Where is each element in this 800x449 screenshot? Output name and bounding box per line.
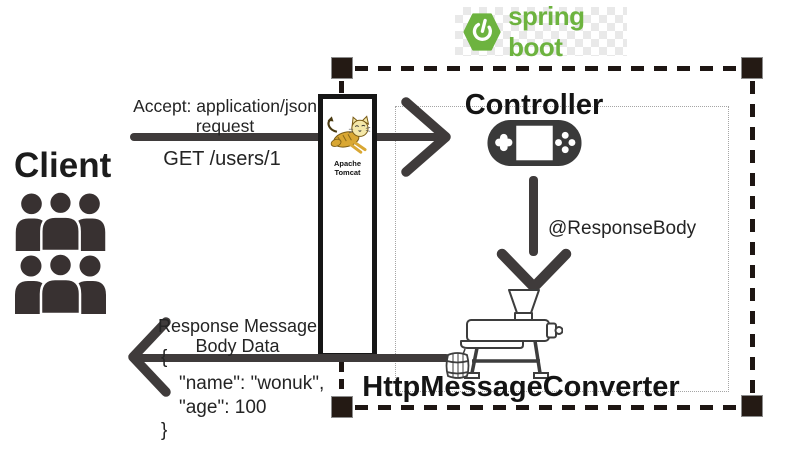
controller-title: Controller (464, 89, 604, 121)
selection-handle-top-left[interactable] (331, 57, 353, 79)
response-body-annotation: @ResponseBody (548, 218, 697, 239)
spring-hexagon-power-icon (463, 12, 501, 51)
selection-handle-bottom-left[interactable] (331, 396, 353, 418)
response-message-line2: Body Data (195, 336, 280, 356)
spring-inner-frame (395, 106, 729, 392)
request-method-line: GET /users/1 (163, 148, 281, 170)
selection-dash-bottom (355, 405, 741, 410)
tomcat-label: Apache Tomcat (333, 159, 362, 177)
request-accept-header: Accept: application/json (133, 96, 317, 116)
response-message-line1: Response Message (157, 316, 318, 336)
spring-boot-logo: spring boot (455, 1, 627, 62)
dispatch-arrow-shaft (529, 176, 538, 256)
selection-dash-right (750, 81, 755, 393)
client-title: Client (14, 146, 112, 185)
dispatch-arrow-head-icon (496, 248, 572, 293)
payload-brace-open: { (161, 347, 168, 368)
selection-connector-top (339, 81, 344, 93)
selection-handle-bottom-right[interactable] (741, 395, 763, 417)
selection-connector-bottom (339, 362, 344, 395)
request-label: request (195, 116, 255, 136)
payload-age-line: "age": 100 (179, 397, 267, 418)
meat-grinder-icon (445, 289, 563, 379)
people-group-icon (15, 192, 106, 251)
request-arrow-head-icon (401, 97, 451, 177)
selection-handle-top-right[interactable] (741, 57, 763, 79)
tomcat-container-box: Apache Tomcat (318, 94, 377, 358)
request-arrow-shaft (130, 133, 446, 141)
converter-title: HttpMessageConverter (362, 371, 680, 403)
people-group-icon (15, 254, 106, 314)
payload-brace-close: } (161, 420, 168, 441)
response-arrow-head-icon (128, 317, 171, 397)
game-controller-icon (487, 119, 582, 167)
tomcat-cat-icon (327, 115, 371, 154)
response-arrow-shaft (138, 354, 450, 362)
selection-dash-top (355, 66, 741, 71)
spring-boot-label: spring boot (508, 0, 585, 62)
payload-name-line: "name": "wonuk", (179, 373, 325, 394)
